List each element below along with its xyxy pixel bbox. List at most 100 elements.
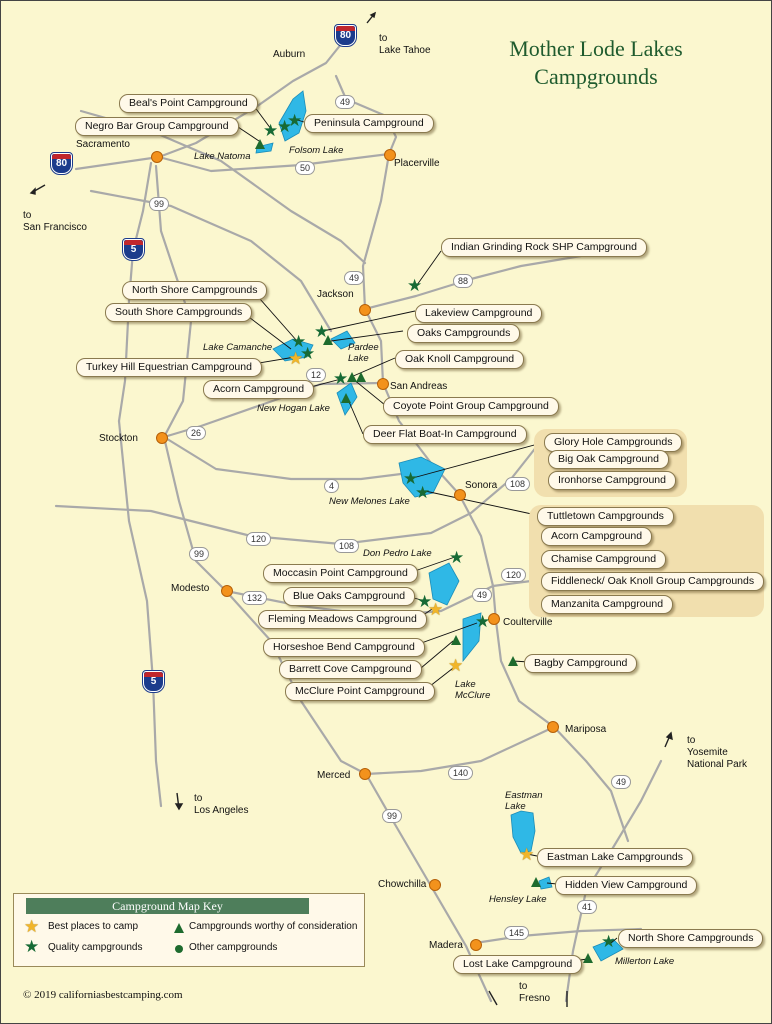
arrow-to-fresno-left xyxy=(488,990,498,1006)
copyright-notice: © 2019 californiasbestcamping.com xyxy=(23,989,183,1001)
blue-oaks-star-icon: ★ xyxy=(417,592,433,611)
map-key-title: Campground Map Key xyxy=(26,898,309,914)
campground-lakeview[interactable]: Lakeview Campground xyxy=(415,304,543,323)
hwy-99-marker-north: 99 xyxy=(149,197,170,211)
negro-bar-star-icon: ★ xyxy=(263,121,279,140)
key-triangle-icon xyxy=(174,923,184,933)
san-andreas-dot xyxy=(377,378,389,390)
hwy-49-marker: 49 xyxy=(335,95,356,109)
mcclure-point-gold-star-icon: ★ xyxy=(448,656,464,675)
campground-fiddleneck[interactable]: Fiddleneck/ Oak Knoll Group Campgrounds xyxy=(541,572,765,591)
don-pedro-lake xyxy=(428,562,460,606)
map-title-line1: Mother Lode Lakes xyxy=(509,36,683,61)
campground-north-shore-millerton[interactable]: North Shore Campgrounds xyxy=(618,929,764,948)
campground-fleming-meadows[interactable]: Fleming Meadows Campground xyxy=(258,610,427,629)
campground-deer-flat[interactable]: Deer Flat Boat-In Campground xyxy=(363,425,527,444)
campground-oak-knoll[interactable]: Oak Knoll Campground xyxy=(395,350,525,369)
hwy-140-marker: 140 xyxy=(448,766,474,780)
campground-manzanita[interactable]: Manzanita Campground xyxy=(541,595,674,614)
campground-blue-oaks[interactable]: Blue Oaks Campground xyxy=(283,587,416,606)
campground-negro-bar[interactable]: Negro Bar Group Campground xyxy=(75,117,239,136)
campground-moccasin-point[interactable]: Moccasin Point Campground xyxy=(263,564,418,583)
key-worthy-label: Campgrounds worthy of consideration xyxy=(189,921,358,932)
key-quality-label: Quality campgrounds xyxy=(48,942,143,953)
interstate-80-shield-west: 80 xyxy=(50,152,73,175)
city-madera: Madera xyxy=(429,940,463,951)
campground-glory-hole[interactable]: Glory Hole Campgrounds xyxy=(544,433,683,452)
lake-label-natoma: Lake Natoma xyxy=(194,151,251,162)
campground-chamise[interactable]: Chamise Campground xyxy=(541,550,667,569)
road-secondary-2 xyxy=(89,189,333,333)
beals-point-star-icon: ★ xyxy=(277,117,293,136)
city-placerville: Placerville xyxy=(394,158,440,169)
key-gold-star-icon: ★ xyxy=(24,917,40,936)
peninsula-star-icon: ★ xyxy=(287,111,303,130)
campground-horseshoe-bend[interactable]: Horseshoe Bend Campground xyxy=(263,638,425,657)
hwy-49-marker-jackson: 49 xyxy=(344,271,365,285)
city-auburn: Auburn xyxy=(273,49,306,60)
hwy-120-marker-east: 120 xyxy=(501,568,527,582)
lake-mcclure xyxy=(462,612,482,663)
hwy-4-marker: 4 xyxy=(324,479,340,493)
hwy-12-marker: 12 xyxy=(306,368,327,382)
campground-oaks[interactable]: Oaks Campgrounds xyxy=(407,324,521,343)
copyright-text: 2019 californiasbestcamping.com xyxy=(34,989,183,1001)
map-title-line2: Campgrounds xyxy=(534,64,658,89)
deer-flat-triangle-icon xyxy=(341,393,351,403)
glory-hole-star-icon: ★ xyxy=(403,469,419,488)
city-jackson: Jackson xyxy=(317,289,354,300)
campground-bagby[interactable]: Bagby Campground xyxy=(524,654,638,673)
road-hwy50 xyxy=(157,152,391,173)
campground-hidden-view[interactable]: Hidden View Campground xyxy=(555,876,698,895)
lake-label-millerton: Millerton Lake xyxy=(615,956,675,967)
campground-barrett-cove[interactable]: Barrett Cove Campground xyxy=(279,660,422,679)
eastman-gold-star-icon: ★ xyxy=(519,845,535,864)
jackson-dot xyxy=(359,304,371,316)
hwy-132-marker: 132 xyxy=(242,591,268,605)
acorn-hogan-star-icon: ★ xyxy=(333,369,349,388)
city-sacramento: Sacramento xyxy=(76,139,130,150)
road-hwy88 xyxy=(363,254,583,311)
campground-north-shore-camanche[interactable]: North Shore Campgrounds xyxy=(122,281,268,300)
lost-lake-triangle-icon xyxy=(583,953,593,963)
campground-peninsula[interactable]: Peninsula Campground xyxy=(304,114,434,133)
campground-turkey-hill[interactable]: Turkey Hill Equestrian Campground xyxy=(76,358,262,377)
campground-mcclure-point[interactable]: McClure Point Campground xyxy=(285,682,435,701)
north-shore-millerton-star-icon: ★ xyxy=(601,932,617,951)
campground-eastman-lake[interactable]: Eastman Lake Campgrounds xyxy=(537,848,693,867)
campground-lost-lake[interactable]: Lost Lake Campground xyxy=(453,955,583,974)
road-i5-south xyxy=(117,419,163,808)
interstate-5-shield-north: 5 xyxy=(122,238,145,261)
campground-tuttletown[interactable]: Tuttletown Campgrounds xyxy=(537,507,674,526)
campground-coyote-point[interactable]: Coyote Point Group Campground xyxy=(383,397,559,416)
map-title: Mother Lode Lakes Campgrounds xyxy=(471,35,721,91)
key-other-label: Other campgrounds xyxy=(189,942,278,953)
campground-acorn-new-hogan[interactable]: Acorn Campground xyxy=(203,380,315,399)
madera-dot xyxy=(470,939,482,951)
lake-label-new-melones: New Melones Lake xyxy=(329,496,410,507)
mariposa-dot xyxy=(547,721,559,733)
road-i5-north xyxy=(117,161,153,423)
city-chowchilla: Chowchilla xyxy=(378,879,427,890)
campground-big-oak[interactable]: Big Oak Campground xyxy=(548,450,669,469)
coulterville-dot xyxy=(488,613,500,625)
hwy-120-marker-west: 120 xyxy=(246,532,272,546)
campground-south-shore[interactable]: South Shore Campgrounds xyxy=(105,303,253,322)
campground-ironhorse[interactable]: Ironhorse Campground xyxy=(548,471,676,490)
modesto-dot xyxy=(221,585,233,597)
campground-indian-grinding-rock[interactable]: Indian Grinding Rock SHP Campground xyxy=(441,238,647,257)
lake-label-camanche: Lake Camanche xyxy=(203,342,273,353)
campground-acorn-tuttletown[interactable]: Acorn Campground xyxy=(541,527,653,546)
oak-knoll-triangle-icon xyxy=(347,372,357,382)
sonora-dot xyxy=(454,489,466,501)
campground-beals-point[interactable]: Beal's Point Campground xyxy=(119,94,258,113)
city-coulterville: Coulterville xyxy=(503,617,553,628)
road-hwy49 xyxy=(361,152,630,843)
road-hwy99 xyxy=(162,435,368,776)
